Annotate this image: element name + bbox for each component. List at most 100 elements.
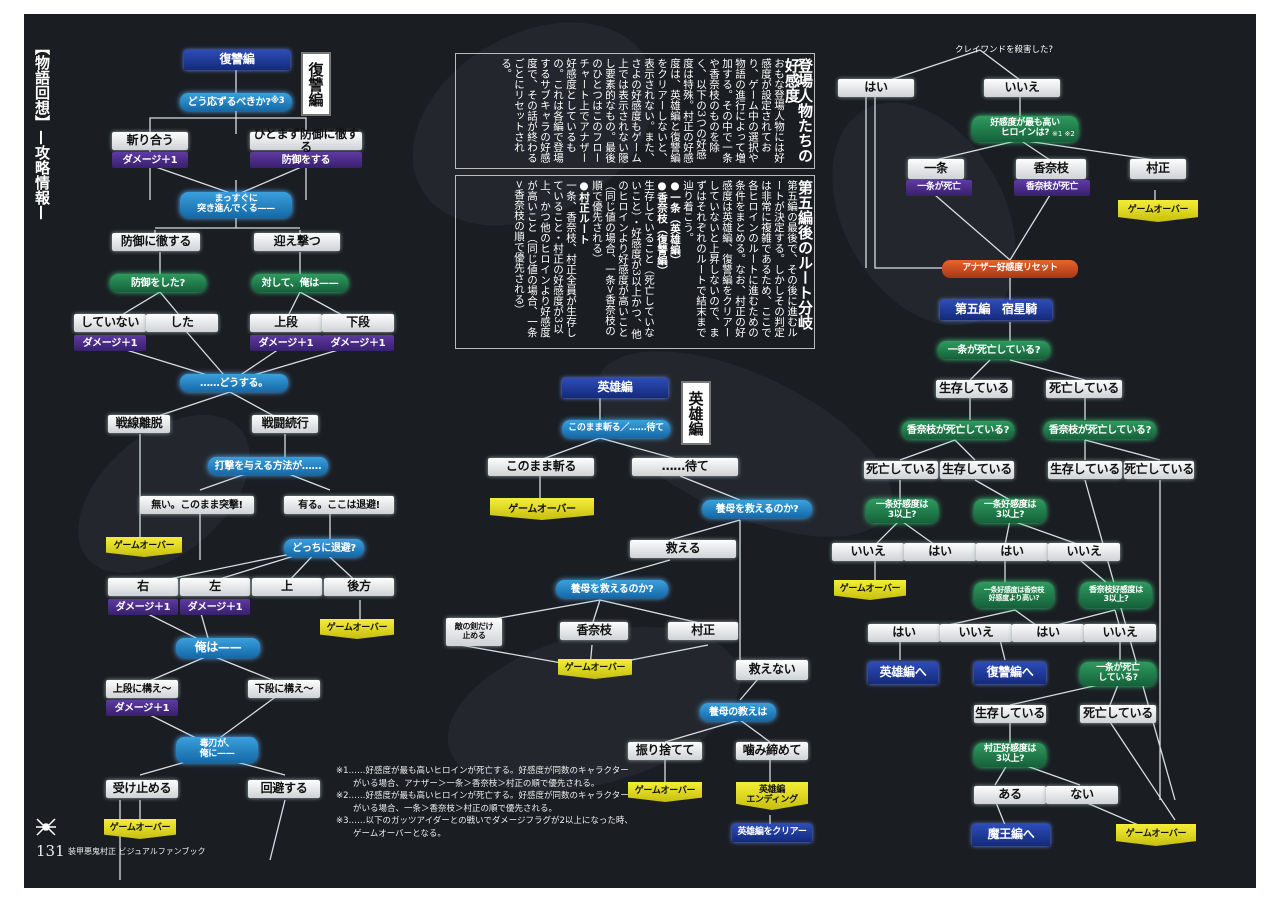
opt-yes: はい: [1012, 624, 1084, 642]
spider-icon: [34, 815, 58, 839]
opt-lower-stance: 下段に構え〜: [248, 680, 320, 698]
q-muramasa-aff: 村正好感度は 3以上?: [974, 743, 1046, 767]
game-over-marker: ゲームオーバー: [558, 659, 632, 679]
route-branch-body: 第五編の最後で、その後に進むルートが決定する。しかしその判定は非常に複雑であるた…: [682, 180, 798, 338]
note-mark-1-2: ※1 ※2: [1052, 130, 1075, 138]
q-dousuru: ……どうする。: [180, 374, 288, 392]
opt-alive: 生存している: [936, 380, 1012, 398]
opt-yes: はい: [976, 543, 1048, 561]
affection-text-panel: 登場人物たちの好感度 おもな登場人物には好感度が設定されており、ゲーム中の選択や…: [455, 53, 815, 169]
footnotes: ※1……好感度が最も高いヒロインが死亡する。好感度が同数のキャラクター がいる場…: [336, 765, 633, 840]
q-poison-blade: 毒刃が、 俺に——: [176, 737, 258, 763]
opt-up: 上: [252, 578, 322, 596]
damage-result: ダメージ＋1: [322, 335, 394, 351]
q-kanae-aff: 香奈枝好感度は 3以上?: [1080, 582, 1152, 608]
route-fukushu: 復讐編へ: [974, 662, 1046, 684]
opt-back: 後方: [324, 578, 394, 596]
game-over-marker: ゲームオーバー: [1118, 200, 1198, 222]
opt-continue: 戦闘続行: [252, 415, 318, 433]
another-reset: アナザー好感度リセット: [942, 260, 1078, 278]
game-over-marker: ゲームオーバー: [104, 819, 176, 839]
route-item-ichijo: ●一条（英雄編）: [669, 180, 681, 266]
opt-yes: はい: [868, 624, 940, 642]
q-ore-wa: 対して、俺は——: [252, 274, 348, 292]
opt-no: いいえ: [832, 543, 904, 561]
defend-result: 防御をする: [250, 152, 362, 168]
opt-alive: 生存している: [1048, 461, 1122, 479]
q-strike-method: 打撃を与える方法が……: [208, 457, 328, 475]
opt-muramasa: 村正: [668, 622, 738, 640]
opt-dead: 死亡している: [1080, 705, 1156, 723]
eiyu-ending: 英雄編 エンディング: [736, 782, 808, 810]
route-maou: 魔王編へ: [972, 824, 1050, 846]
note-line: ※3……以下のガッツアイダーとの戦いでダメージフラグが2以上になった時、: [336, 816, 633, 826]
kanae-dies: 香奈枝が死亡: [1014, 180, 1090, 196]
q-save-mother-2: 養母を救えるのか?: [556, 580, 668, 598]
q-top-heroine-label: 好感度が最も高い ヒロインは?: [990, 118, 1060, 138]
opt-gedan: 下段: [322, 314, 394, 332]
opt-aru: ある: [974, 786, 1046, 804]
note-line: がいる場合、一条＞香奈枝＞村正の順で優先される。: [336, 803, 558, 814]
route-eiyu: 英雄編へ: [868, 662, 938, 684]
damage-result: ダメージ＋1: [250, 335, 322, 351]
opt-no: いいえ: [940, 624, 1012, 642]
q-did-defend: 防御をした?: [110, 274, 206, 292]
q-kanae-dead-2: 香奈枝が死亡している?: [1044, 421, 1156, 439]
eiyu-title: 英雄編: [562, 378, 668, 398]
opt-shita: した: [146, 314, 218, 332]
q-how-respond: どう応ずるべきか?※3: [180, 93, 292, 111]
note-line: ※2……好感度が最も高いヒロインが死亡する。好感度が同数のキャラクター: [336, 791, 629, 801]
note-line: がいる場合、アナザー＞一条＞香奈枝＞村正の順で優先される。: [336, 778, 600, 789]
opt-shiteinai: していない: [74, 314, 146, 332]
opt-kiriau: 斬り合う: [112, 132, 188, 150]
opt-block: 受け止める: [106, 780, 178, 798]
opt-matte: ……待て: [632, 458, 738, 476]
opt-charge: 無い。このまま突撃!: [140, 496, 254, 514]
opt-dead: 死亡している: [864, 461, 938, 479]
opt-ichijo: 一条: [908, 159, 964, 179]
game-over-marker: ゲームオーバー: [1116, 824, 1196, 846]
opt-right: 右: [108, 578, 178, 596]
opt-left: 左: [180, 578, 250, 596]
damage-result: ダメージ＋1: [106, 700, 178, 716]
opt-alive: 生存している: [940, 461, 1014, 479]
opt-jodan: 上段: [250, 314, 322, 332]
affection-body: おもな登場人物には好感度が設定されており、ゲーム中の選択や物語の進行によって増加…: [500, 58, 785, 163]
q-kanae-dead: 香奈枝が死亡している?: [902, 421, 1014, 439]
opt-upper-stance: 上段に構え〜: [106, 680, 178, 698]
route-item-cond1: 生存していること（死亡していないこと）・好感度が3以上かつ、他のヒロインより好感…: [591, 180, 655, 339]
q-which-way: どっちに退避?: [284, 539, 364, 557]
opt-kiru: このまま斬る: [488, 458, 594, 476]
note-mark-3: ※3: [270, 96, 285, 107]
opt-cannot-save: 救えない: [736, 660, 808, 680]
opt-discard: 振り捨てて: [628, 742, 702, 760]
game-over-marker: ゲームオーバー: [490, 498, 594, 520]
game-over-marker: ゲームオーバー: [320, 619, 394, 639]
opt-embrace: 噛み締めて: [736, 742, 808, 760]
route-item-cond2: 一条、香奈枝、村正全員が生存していること・村正の好感度が3以上、かつ他のヒロイン…: [513, 180, 577, 338]
damage-result: ダメージ＋1: [112, 152, 188, 168]
game-over-marker: ゲームオーバー: [628, 782, 702, 802]
side-label: 【物語回想】—攻略情報—: [33, 40, 51, 220]
opt-kanae: 香奈枝: [1016, 159, 1086, 179]
damage-result: ダメージ＋1: [74, 335, 146, 351]
game-over-marker: ゲームオーバー: [834, 580, 906, 600]
q-ichijo-vs-kanae: 一条好感度は香奈枝 好感度より高い?: [974, 582, 1054, 608]
fukushu-title: 復讐編: [184, 50, 290, 70]
opt-dodge: 回避する: [248, 780, 320, 798]
note-line: ※1……好感度が最も高いヒロインが死亡する。好感度が同数のキャラクター: [336, 766, 629, 776]
opt-yes: はい: [838, 79, 914, 97]
fukushu-section-badge: 復讐編: [301, 52, 331, 116]
route-branch-heading: 第五編後のルート分岐: [796, 180, 814, 330]
opt-dead: 死亡している: [1124, 461, 1194, 479]
affection-heading: 登場人物たちの好感度: [783, 58, 814, 163]
opt-mukaeutsu: 迎え撃つ: [254, 233, 340, 251]
note-line: ゲームオーバーとなる。: [336, 828, 446, 839]
eiyu-section-badge: 英雄編: [681, 381, 711, 445]
opt-muramasa: 村正: [1130, 159, 1186, 179]
opt-no: いいえ: [984, 79, 1060, 97]
q-ichijo-dead: 一条が死亡している?: [938, 341, 1050, 359]
opt-evade: 有る。ここは退避!: [284, 496, 394, 514]
q-charging: まっすぐに 突き進んでくる——: [180, 192, 292, 218]
opt-stop-sword: 敵の剣だけ 止める: [446, 618, 502, 646]
